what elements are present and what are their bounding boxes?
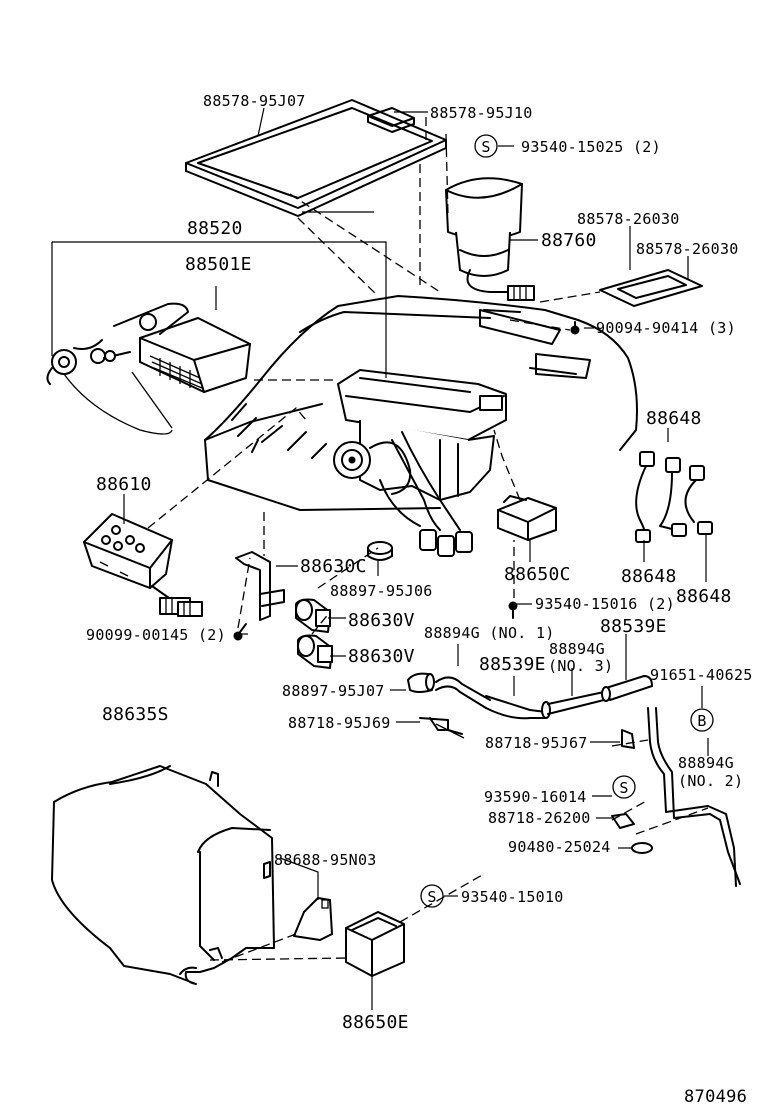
relay-88630v-b	[297, 634, 333, 669]
control-88610	[83, 513, 203, 617]
label-88630v-b: 88630V	[348, 646, 415, 667]
relay-88630v-a	[295, 598, 331, 633]
label-88718-95j69: 88718-95J69	[288, 714, 391, 732]
sensor-wire-88648-middle	[659, 457, 687, 537]
clamp-88718-95j69	[419, 717, 465, 739]
gasket-88578-26030	[599, 269, 703, 307]
screw-90094-90414	[570, 321, 580, 335]
bracket-88630c	[235, 551, 285, 621]
hose-88894g-no2	[647, 707, 741, 887]
label-88894g-no1: 88894G (NO. 1)	[424, 624, 555, 642]
label-90480-25024: 90480-25024	[508, 838, 611, 856]
screw-93540-15016	[508, 601, 518, 619]
label-93590-16014: 93590-16014	[484, 788, 587, 806]
label-93540-15025: 93540-15025 (2)	[521, 138, 661, 156]
label-93540-15016: 93540-15016 (2)	[535, 595, 675, 613]
label-88578-26030-b: 88578-26030	[636, 240, 739, 258]
cover-88635s	[51, 765, 275, 985]
clamp-88718-95j67	[621, 729, 635, 749]
figure-number: 870496	[684, 1087, 747, 1107]
seal-88578-95j10	[367, 107, 415, 133]
bracket-88688-95n03	[293, 897, 333, 941]
svg-text:B: B	[697, 712, 706, 730]
label-88894g-no3-a: 88894G	[549, 640, 605, 658]
label-90099-00145: 90099-00145 (2)	[86, 626, 226, 644]
label-88648-right: 88648	[676, 586, 732, 607]
sensor-wire-88648-right	[684, 465, 713, 535]
label-88578-95j07: 88578-95J07	[203, 92, 306, 110]
label-93540-15010: 93540-15010	[461, 888, 564, 906]
label-88610: 88610	[96, 474, 152, 495]
label-88897-95j06: 88897-95J06	[330, 582, 433, 600]
part-labels: 88578-95J07 88578-95J10 93540-15025 (2) …	[86, 92, 753, 1107]
b-marker-1: B	[690, 708, 714, 732]
amplifier-88650c	[497, 495, 557, 541]
hose-88894g-no3	[547, 691, 605, 715]
screw-90099-00145	[233, 623, 247, 641]
hose-88539e-b	[601, 675, 653, 702]
gasket-frame-88578-95j07	[185, 99, 447, 217]
s-marker-2: S	[612, 775, 636, 799]
label-88635s: 88635S	[102, 704, 169, 725]
svg-text:S: S	[427, 888, 436, 906]
label-88539e-b: 88539E	[479, 654, 546, 675]
label-88894g-no2-b: (NO. 2)	[678, 772, 743, 790]
evaporator-88501e	[46, 302, 251, 435]
hose-88539e-a	[485, 695, 551, 720]
label-88520: 88520	[187, 218, 243, 239]
label-88718-95j67: 88718-95J67	[485, 734, 588, 752]
sensor-wire-88648-left	[635, 451, 655, 543]
hose-88894g-no1	[435, 676, 491, 709]
label-88630v-a: 88630V	[348, 610, 415, 631]
label-88650e: 88650E	[342, 1012, 409, 1033]
blower-unit	[333, 369, 507, 557]
svg-text:S: S	[481, 138, 490, 156]
compressor-88760	[445, 177, 535, 301]
label-88897-95j07: 88897-95J07	[282, 682, 385, 700]
leader-lines	[51, 107, 709, 1010]
s-marker-3: S	[420, 884, 444, 908]
label-90094-90414: 90094-90414 (3)	[596, 319, 736, 337]
svg-text:S: S	[619, 779, 628, 797]
label-88718-26200: 88718-26200	[488, 809, 591, 827]
label-88539e-a: 88539E	[600, 616, 667, 637]
label-88650c: 88650C	[504, 564, 571, 585]
grommet-88897-95j06	[367, 541, 393, 561]
guide-lines	[147, 112, 709, 963]
label-88648-left: 88648	[621, 566, 677, 587]
label-91651-40625: 91651-40625	[650, 666, 753, 684]
hose-88897-95j07	[407, 672, 435, 693]
label-88894g-no2-a: 88894G	[678, 754, 734, 772]
clip-88718-26200	[611, 813, 635, 829]
connector-cluster	[419, 529, 473, 557]
grommet-90480-25024	[631, 842, 653, 854]
label-88578-95j10: 88578-95J10	[430, 104, 533, 122]
label-88648-top: 88648	[646, 408, 702, 429]
label-88688-95n03: 88688-95N03	[274, 851, 377, 869]
amplifier-88650e	[345, 911, 405, 977]
s-marker-1: S	[474, 134, 498, 158]
label-88578-26030-a: 88578-26030	[577, 210, 680, 228]
label-88760: 88760	[541, 230, 597, 251]
label-88630c: 88630C	[300, 556, 367, 577]
label-88894g-no3-b: (NO. 3)	[548, 657, 613, 675]
label-88501e: 88501E	[185, 254, 252, 275]
